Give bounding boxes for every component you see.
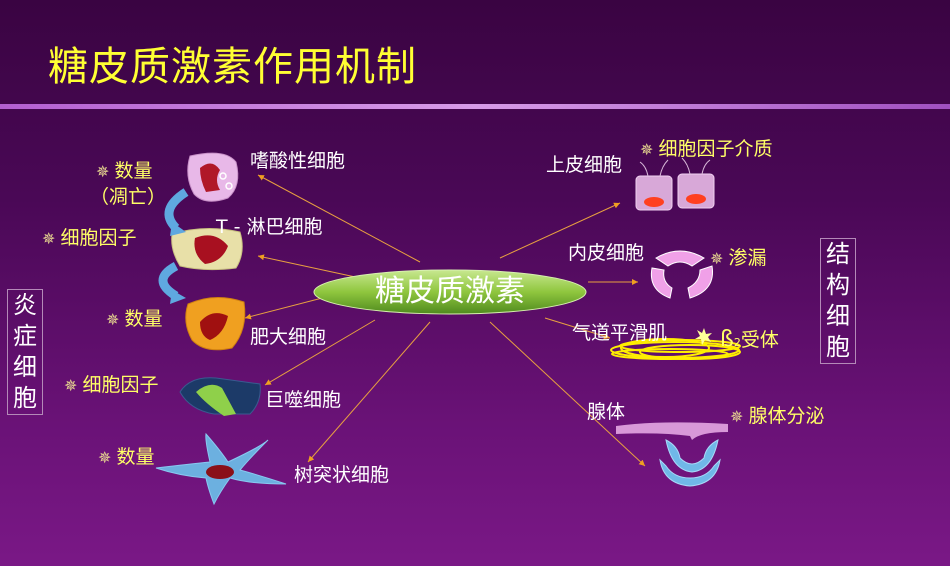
eosinophil-label: 嗜酸性细胞 xyxy=(250,150,346,172)
mast-cell-icon xyxy=(185,297,246,351)
star-icon: ✵ xyxy=(730,407,744,426)
beta-subscript: 2 xyxy=(733,336,741,349)
box-char: 胞 xyxy=(826,333,850,361)
arrow-to-airway xyxy=(544,317,611,340)
gland-icon xyxy=(616,422,728,487)
count-text: 数量 xyxy=(116,446,155,468)
tcell-cell-icon xyxy=(171,227,243,271)
arrow-to-tcell xyxy=(257,254,361,279)
arrow-to-macrophage xyxy=(264,319,376,386)
count-text: 数量 xyxy=(114,160,153,182)
cytokine-mediator-text: 细胞因子介质 xyxy=(658,138,773,160)
receptor-text: 受体 xyxy=(740,329,779,351)
apoptosis-label: （凋亡） xyxy=(90,186,167,208)
box-char: 结 xyxy=(826,240,850,268)
star-icon: ✵ xyxy=(640,140,654,159)
dendritic-cell-icon xyxy=(155,432,287,506)
cytokine-label-2: ✵ 细胞因子 xyxy=(64,370,159,397)
star-icon: ✵ xyxy=(64,376,78,395)
beta2-receptor-label: ß2受体 xyxy=(720,325,779,352)
dendritic-label: 树突状细胞 xyxy=(294,464,390,486)
center-glucocorticoid-label: 糖皮质激素 xyxy=(375,274,525,309)
box-char: 炎 xyxy=(13,291,37,319)
center-ellipse xyxy=(313,269,587,315)
arrow-to-dendritic xyxy=(307,321,431,463)
arrow-to-gland xyxy=(489,321,646,467)
box-char: 胞 xyxy=(13,384,37,412)
structural-cells-box: 结 构 细 胞 xyxy=(820,238,856,364)
box-char: 细 xyxy=(13,353,37,381)
gland-label: 腺体 xyxy=(587,401,626,423)
endothelial-cell-icon xyxy=(650,250,714,299)
page-title: 糖皮质激素作用机制 xyxy=(48,44,417,90)
title-divider xyxy=(0,104,950,109)
count-label-3: ✵ 数量 xyxy=(98,442,155,469)
mast-cell-label: 肥大细胞 xyxy=(250,326,327,348)
star-icon: ✵ xyxy=(710,249,724,268)
star-icon: ✵ xyxy=(98,448,112,467)
arrow-to-mast xyxy=(244,295,331,320)
cytokine-label-1: ✵ 细胞因子 xyxy=(42,223,137,250)
epithelial-label: 上皮细胞 xyxy=(546,154,623,176)
burst-icon xyxy=(695,328,712,345)
cytokine-text: 细胞因子 xyxy=(60,227,137,249)
arrow-to-epithelial xyxy=(499,202,621,259)
box-char: 细 xyxy=(826,302,850,330)
inflammatory-cells-box: 炎 症 细 胞 xyxy=(7,289,43,415)
count-label-1: ✵ 数量 xyxy=(96,156,153,183)
epithelial-cell-icon xyxy=(635,157,715,211)
beta-symbol: ß xyxy=(720,327,734,352)
macrophage-cell-icon xyxy=(179,377,261,416)
star-icon: ✵ xyxy=(96,162,110,181)
airway-smooth-muscle-icon xyxy=(610,338,741,360)
count-label-2: ✵ 数量 xyxy=(106,304,163,331)
cytokine-text: 细胞因子 xyxy=(82,374,159,396)
airway-label: 气道平滑肌 xyxy=(572,322,668,344)
gland-secretion-text: 腺体分泌 xyxy=(748,405,825,427)
arrow-to-eosinophil xyxy=(257,174,421,263)
star-icon: ✵ xyxy=(42,229,56,248)
count-text: 数量 xyxy=(124,308,163,330)
cytokine-mediator-label: ✵ 细胞因子介质 xyxy=(640,134,773,161)
star-icon: ✵ xyxy=(106,310,120,329)
endothelial-label: 内皮细胞 xyxy=(568,242,645,264)
tcell-label: T - 淋巴细胞 xyxy=(216,216,323,238)
eosinophil-cell-icon xyxy=(187,152,239,202)
leak-text: 渗漏 xyxy=(728,247,767,269)
leak-label: ✵ 渗漏 xyxy=(710,243,767,270)
macrophage-label: 巨噬细胞 xyxy=(265,389,342,411)
gland-secretion-label: ✵ 腺体分泌 xyxy=(730,401,825,428)
box-char: 构 xyxy=(826,271,850,299)
box-char: 症 xyxy=(13,322,37,350)
